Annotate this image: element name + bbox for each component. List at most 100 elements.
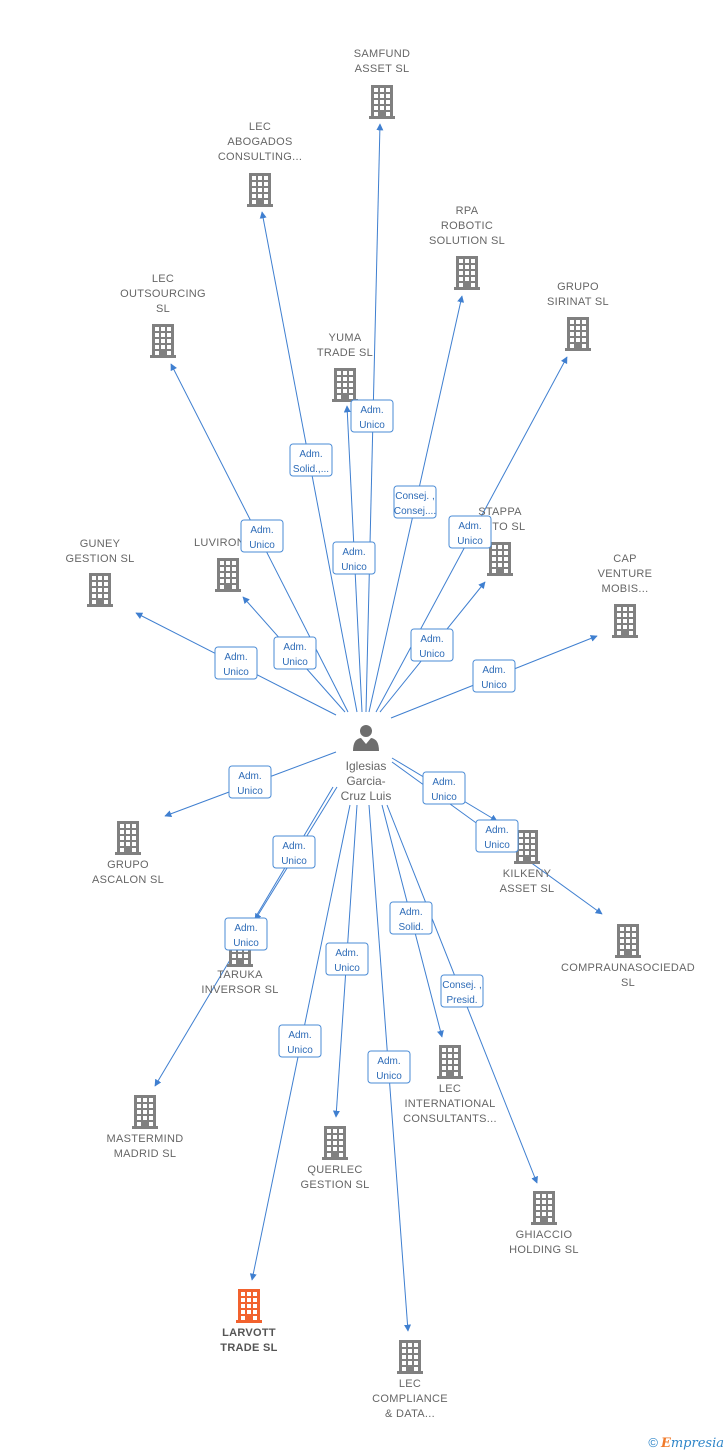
company-label: QUERLEC [307,1164,362,1176]
building-icon [236,1289,262,1323]
edge-label-box[interactable] [224,917,268,951]
building-icon [87,573,113,607]
edge-label-lec-international[interactable]: Adm.Solid. [389,901,433,935]
person-name: Garcia- [346,774,385,788]
building-icon [531,1191,557,1225]
company-label: GUNEY [80,538,121,550]
edge-label-compraunasociedad[interactable]: Adm.Unico [475,819,519,853]
edge-label-box[interactable] [350,399,394,433]
edge-label-kilkeny[interactable]: Adm.Unico [422,771,466,805]
edge-label-text: Consej. , [442,980,481,991]
edge-label-box[interactable] [440,974,484,1008]
edge-label-text: Unico [281,856,307,867]
edge-label-box[interactable] [448,515,492,549]
company-label: CONSULTING... [218,151,302,163]
edge-label-box[interactable] [240,519,284,553]
edge-label-text: Unico [237,786,263,797]
edge-label-grupo-ascalon[interactable]: Adm.Unico [228,765,272,799]
edge-label-box[interactable] [389,901,433,935]
company-node-stappa[interactable]: STAPPA...STO SL [475,506,526,576]
company-node-compraunasociedad[interactable]: COMPRAUNASOCIEDAD SL [561,924,695,989]
company-label: SOLUTION SL [429,235,505,247]
edge-label-box[interactable] [214,646,258,680]
building-icon [322,1126,348,1160]
edge-label-taruka[interactable]: Adm.Unico [272,835,316,869]
company-label: LEC [249,121,271,133]
edge-label-box[interactable] [332,541,376,575]
company-node-lec-international[interactable]: LECINTERNATIONALCONSULTANTS... [403,1045,497,1125]
edge-label-guney[interactable]: Adm.Unico [214,646,258,680]
edge-label-box[interactable] [289,443,333,477]
edge-label-luvironz[interactable]: Adm. Unico [273,636,317,670]
brand-logo: Empresia [661,1436,724,1451]
edge-label-yuma[interactable]: Adm.Unico [332,541,376,575]
edge-label-box[interactable] [475,819,519,853]
company-label: COMPLIANCE [372,1393,448,1405]
edge-label-box[interactable] [228,765,272,799]
building-icon [565,317,591,351]
edge-label-ghiaccio[interactable]: Consej. ,Presid. [440,974,484,1008]
edge-label-text: Adm. [250,525,273,536]
edge-label-text: Adm. [458,521,481,532]
edge-label-lec-outsourcing[interactable]: Adm.Unico [240,519,284,553]
company-label: SAMFUND [354,48,411,60]
building-icon [454,256,480,290]
building-icon [150,324,176,358]
edge-label-lec-abogados[interactable]: Adm.Solid.,... [289,443,333,477]
edge-label-text: Adm. [283,642,306,653]
edge-label-text: Adm. [288,1030,311,1041]
edge-label-text: Adm. [399,907,422,918]
building-icon [437,1045,463,1079]
edge-label-text: Unico [223,667,249,678]
company-label: SIRINAT SL [547,296,609,308]
edge-label-querlec[interactable]: Adm.Unico [325,942,369,976]
edge-label-rpa[interactable]: Consej. ,Consej.... [393,485,437,519]
edge-label-box[interactable] [393,485,437,519]
edge-label-box[interactable] [325,942,369,976]
company-node-cap-venture[interactable]: CAPVENTUREMOBIS... [598,553,653,638]
edge-label-box[interactable] [272,835,316,869]
company-label: COMPRAUNASOCIEDAD [561,962,695,974]
edge-label-box[interactable] [273,636,317,670]
edge-label-box[interactable] [472,659,516,693]
edge-label-text: Unico [481,680,507,691]
company-label: SL [621,977,635,989]
edge-label-mastermind[interactable]: Adm.Unico [224,917,268,951]
edge-label-lec-compliance[interactable]: Adm.Unico [367,1050,411,1084]
footer-brand: ©Empresia [648,1435,724,1451]
company-label: TARUKA [217,969,263,981]
company-label: STAPPA [478,506,522,518]
edge-label-box[interactable] [410,628,454,662]
company-label: KILKENY [503,868,552,880]
edge-label-box[interactable] [422,771,466,805]
edge-label-text: Unico [282,657,308,668]
edge-label-stappa[interactable]: Adm.Unico [410,628,454,662]
edge-label-box[interactable] [367,1050,411,1084]
company-label: VENTURE [598,568,653,580]
edge-label-samfund[interactable]: Adm.Unico [350,399,394,433]
edge-label-larvott[interactable]: Adm.Unico [278,1024,322,1058]
company-node-lec-abogados[interactable]: LECABOGADOSCONSULTING... [218,121,302,207]
company-label: LARVOTT [222,1327,276,1339]
edge-label-cap-venture[interactable]: Adm.Unico [472,659,516,693]
edge-label-box[interactable] [278,1024,322,1058]
edge-label-grupo-sirinat[interactable]: Adm.Unico [448,515,492,549]
edge-label-text: Adm. [377,1056,400,1067]
building-icon [397,1340,423,1374]
company-label: INVERSOR SL [201,984,278,996]
